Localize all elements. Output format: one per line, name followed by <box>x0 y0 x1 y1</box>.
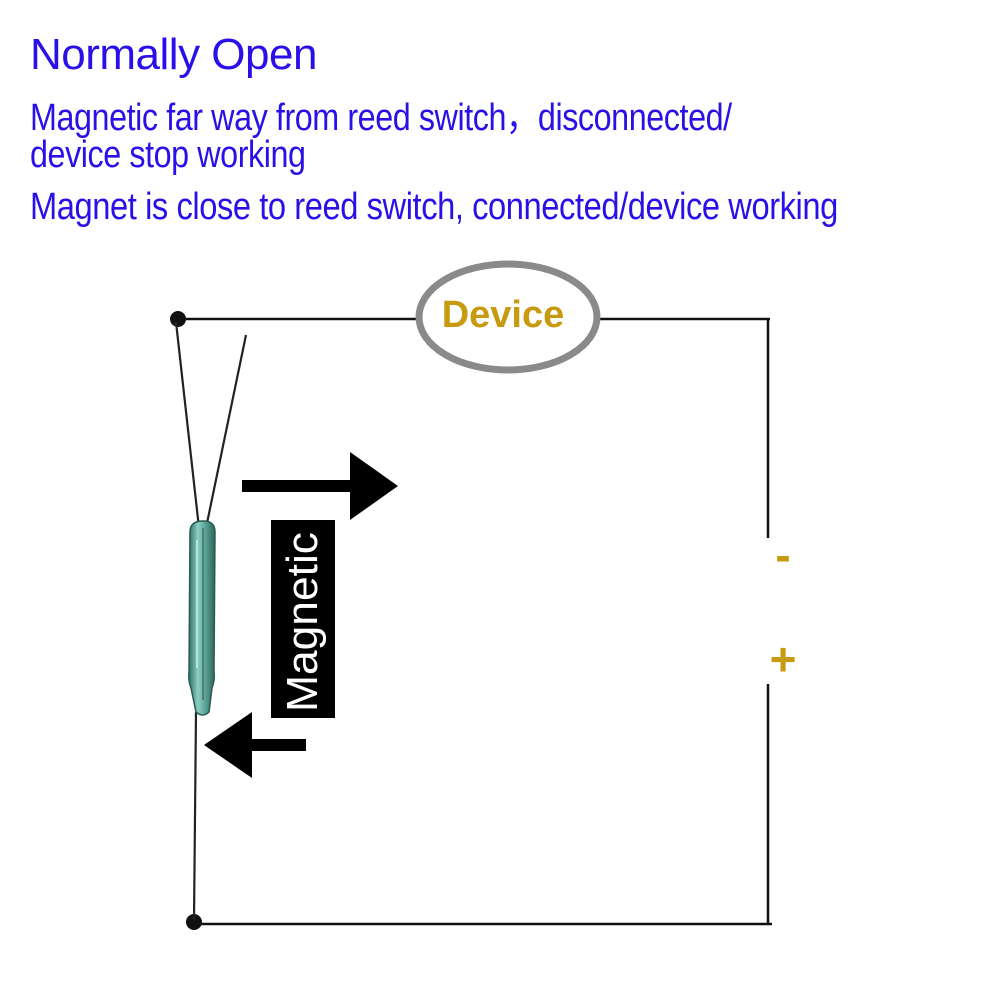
device-ring <box>415 260 601 374</box>
arrow-left-icon <box>204 712 306 778</box>
reed-lead-right <box>204 334 248 529</box>
magnet-block <box>271 520 335 718</box>
description-line-1: Magnetic far way from reed switch，discon… <box>30 97 732 139</box>
page-title: Normally Open <box>30 30 317 79</box>
reed-lead-left <box>174 321 201 529</box>
arrow-right-icon <box>242 452 398 520</box>
reed-lead-bottom <box>192 711 198 921</box>
description-line-2: device stop working <box>30 134 306 176</box>
top-terminal-dot <box>170 311 186 327</box>
reed-switch <box>188 520 216 716</box>
device-label: Device <box>441 294 565 336</box>
minus-terminal-label: - <box>775 529 791 581</box>
bottom-terminal-dot <box>186 914 202 930</box>
description-line-3: Magnet is close to reed switch, connecte… <box>30 186 838 228</box>
magnet-label: Magnetic <box>278 532 327 712</box>
plus-terminal-label: + <box>769 633 797 685</box>
